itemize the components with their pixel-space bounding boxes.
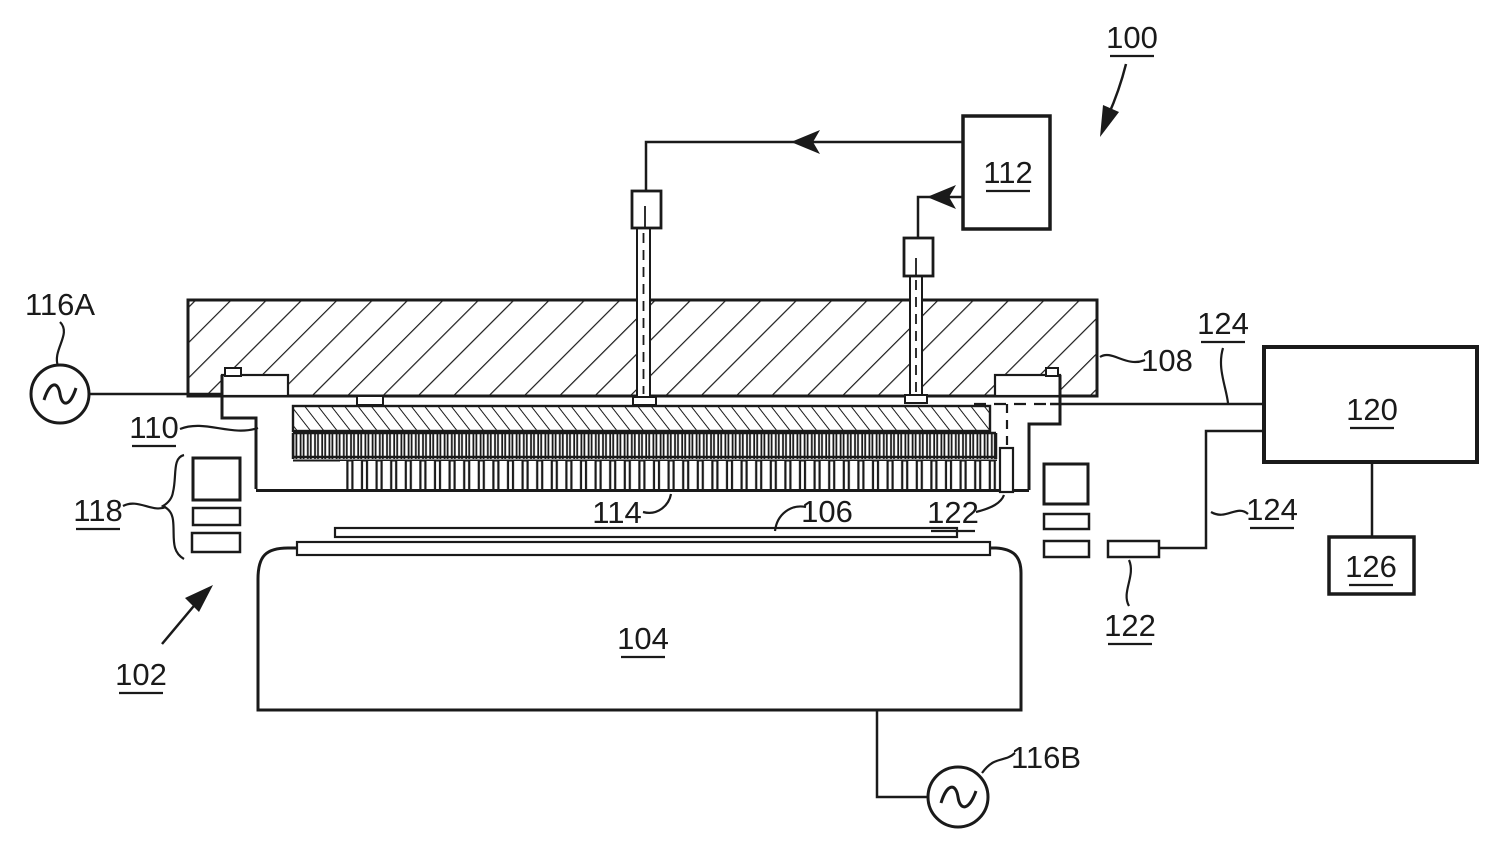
controller-box-120: [1262, 345, 1479, 464]
leader-116a: [55, 321, 65, 367]
ref-label-122b: 122: [1104, 608, 1156, 643]
arrow-102-shaft: [161, 600, 199, 645]
ref-label-124a: 124: [1197, 306, 1249, 341]
leader-108: [1099, 354, 1146, 363]
right-stack-block-2: [1042, 512, 1091, 531]
leader-124b: [1210, 509, 1249, 516]
arrowhead-right-icon: [927, 185, 956, 209]
ref-label-120: 120: [1346, 392, 1398, 427]
rf-source-116a: [29, 363, 222, 425]
wire-right-probe-to-112: [916, 195, 963, 238]
leader-106: [773, 505, 807, 532]
left-stack-block-1: [191, 456, 242, 502]
sine-wave-icon: [42, 383, 78, 405]
right-probe-assembly: [902, 236, 935, 404]
right-clamp-tab: [1045, 367, 1059, 377]
right-suspension: [993, 367, 1062, 490]
sine-wave-icon: [939, 785, 978, 809]
susceptor-assembly: [256, 526, 1023, 712]
right-stack-block-3: [1042, 539, 1091, 559]
leader-124a: [1219, 347, 1230, 404]
probe-signal-wires: [644, 130, 963, 238]
fine-hole-row: [293, 433, 996, 459]
wire-124-lower: [1159, 429, 1264, 550]
arrowhead-left-icon: [791, 130, 820, 154]
susceptor-top-plate: [295, 540, 992, 557]
substrate-106: [333, 526, 959, 539]
ref-label-114: 114: [592, 495, 641, 530]
ref-label-106: 106: [801, 494, 853, 529]
sensor-122-external: [1106, 539, 1161, 559]
ref-label-102: 102: [115, 657, 167, 692]
probe-post-122: [998, 446, 1015, 494]
ref-label-124b: 124: [1246, 492, 1298, 527]
ref-label-100: 100: [1106, 20, 1158, 55]
left-stack-block-2: [191, 506, 242, 527]
wire-116b: [875, 710, 927, 799]
wire-left-probe-to-112: [644, 140, 963, 191]
right-stack-block-1: [1042, 462, 1090, 506]
leader-122a: [975, 494, 1006, 514]
right-probe-foot: [904, 394, 928, 404]
ref-arrow-100: [1100, 63, 1128, 137]
ref-label-108: 108: [1141, 343, 1193, 378]
right-probe-connector: [902, 236, 935, 278]
ref-label-112: 112: [983, 155, 1032, 190]
hole-bar-row: [340, 461, 997, 490]
ref-label-118: 118: [73, 493, 122, 528]
leader-114: [642, 493, 673, 514]
brace-118-icon: [160, 453, 185, 560]
ref-label-104: 104: [617, 621, 669, 656]
left-clamp-notch: [220, 373, 290, 398]
left-probe-foot: [632, 396, 657, 406]
arrow-100-shaft: [1106, 63, 1128, 117]
ref-label-122a: 122: [927, 495, 979, 530]
left-stack-block-3: [190, 531, 242, 554]
ref-label-126: 126: [1345, 549, 1397, 584]
left-probe-assembly: [630, 189, 663, 406]
heater-stack-left-118: [160, 453, 242, 560]
ref-label-116a: 116A: [25, 287, 95, 322]
leader-lines: [55, 321, 1249, 774]
reference-labels: 100 112 108 124 120 110 116A 118 114 106…: [25, 20, 1398, 775]
left-probe-connector: [630, 189, 663, 230]
spacer-tab-center: [356, 395, 384, 406]
leader-110: [179, 424, 259, 432]
ref-label-110: 110: [129, 410, 178, 445]
ref-arrow-102: [161, 585, 213, 645]
leader-118: [122, 502, 167, 510]
arrowhead-102-icon: [185, 585, 213, 612]
right-bracket-step: [1027, 375, 1062, 490]
leader-122b: [1125, 559, 1132, 607]
left-probe-channel: [637, 228, 650, 398]
arrowhead-100-icon: [1100, 105, 1119, 137]
right-clamp-notch: [993, 373, 1062, 398]
leader-116b: [981, 752, 1016, 774]
unit-box-112: [961, 114, 1052, 231]
heater-stack-right: [1042, 462, 1091, 559]
susceptor-body-104: [256, 546, 1023, 712]
left-suspension-110: [220, 367, 290, 489]
showerhead-stack-114: [256, 395, 1029, 492]
ref-label-116b: 116B: [1011, 740, 1081, 775]
left-clamp-tab: [224, 367, 242, 377]
faceplate-hatched-layer: [291, 404, 992, 433]
rf-source-116b: [875, 710, 990, 829]
left-bracket-step: [220, 375, 258, 489]
